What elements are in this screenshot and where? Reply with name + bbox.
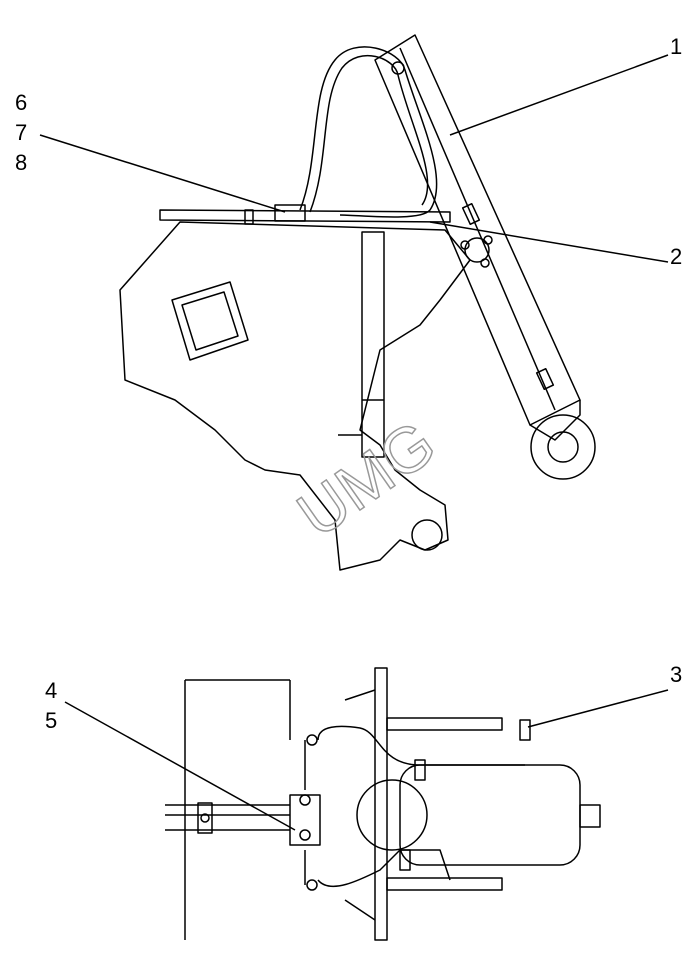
frame-top-view [165,667,503,941]
callout-4: 4 [45,678,58,703]
hydraulic-cylinder [374,34,596,480]
callout-6: 6 [15,90,28,115]
frame-side-view [119,209,493,571]
callout-7: 7 [15,120,28,145]
watermark: UMG [284,406,448,551]
callout-8: 8 [15,150,28,175]
callout-5: 5 [45,708,58,733]
callout-2: 2 [670,244,683,269]
callout-3: 3 [670,662,683,687]
callout-1: 1 [670,34,683,59]
hydraulic-hose-upper [244,46,438,225]
cylinder-top-view [289,719,601,891]
